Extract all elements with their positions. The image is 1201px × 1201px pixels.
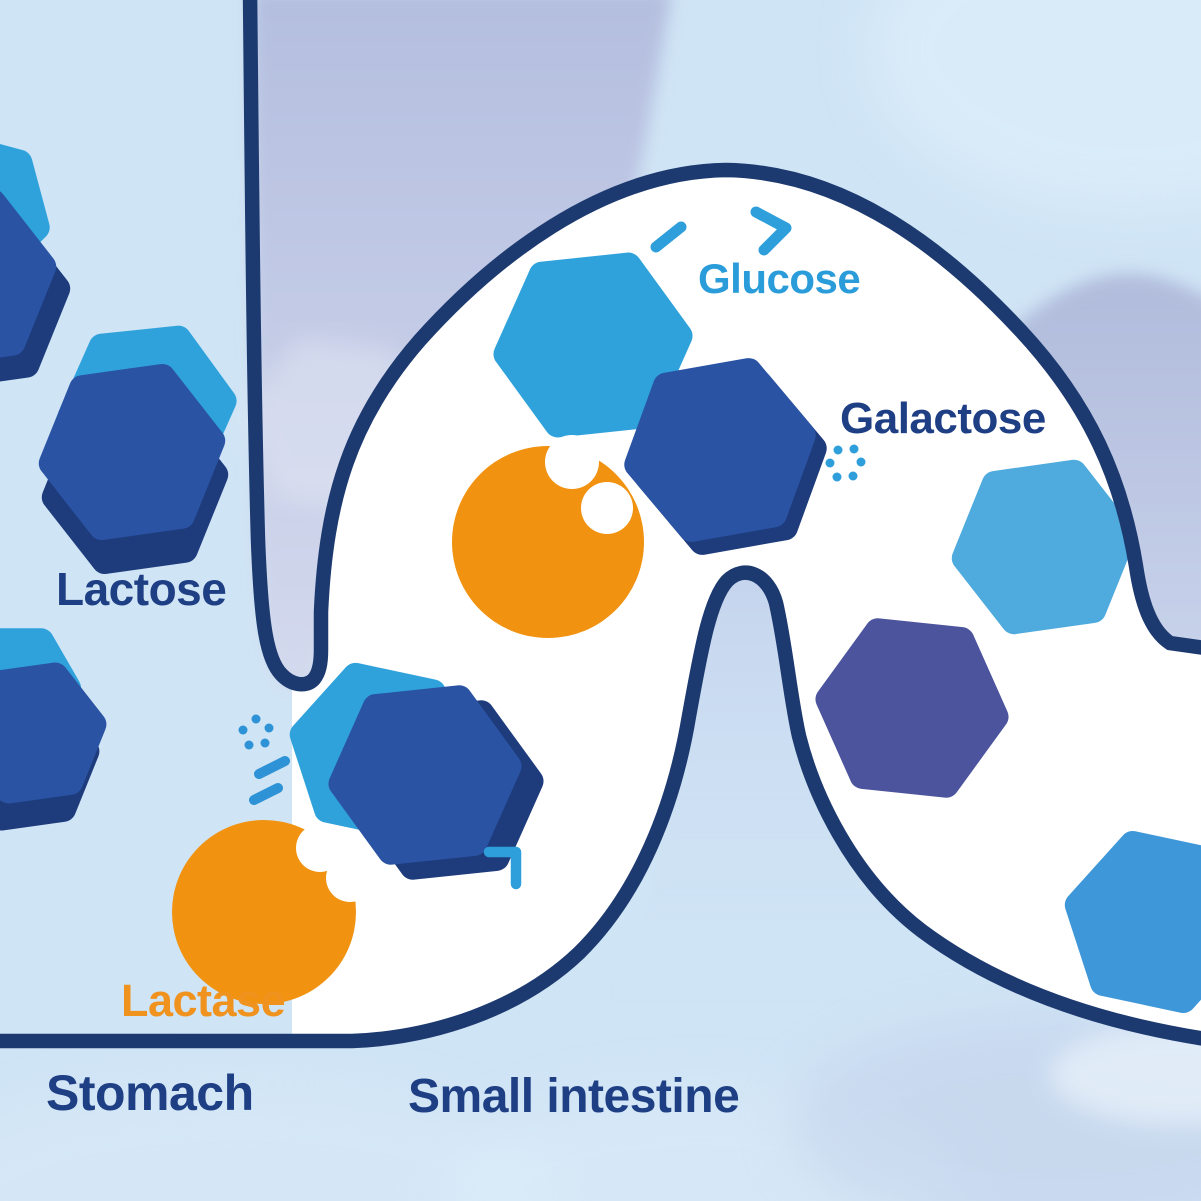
motion-dash-icon (249, 756, 290, 805)
lactose-molecule-being-split (289, 662, 544, 890)
stomach-line-and-gap-outline (0, 565, 1201, 1049)
sparkle-dots-icon (238, 714, 274, 750)
lactase-enzyme-dome (452, 435, 644, 638)
bite-notch (326, 854, 374, 902)
motion-chevron-icon (750, 206, 792, 256)
absorbed-molecule-icon (1064, 831, 1201, 1013)
lactose-molecule-bottom-edge (0, 628, 107, 831)
motion-bracket-icon (483, 846, 522, 890)
lactase-label: Lactase (121, 975, 286, 1026)
villi-outline (0, 0, 1201, 1049)
small-intestine-label: Small intestine (408, 1070, 740, 1123)
lactose-label: Lactose (56, 563, 227, 615)
lactase-enzyme-icon (452, 446, 644, 638)
galactose-molecule (624, 358, 827, 555)
sparkle-dots-icon (825, 444, 866, 482)
motion-marks-glucose (650, 206, 792, 256)
galactose-unit-icon (38, 363, 226, 541)
galactose-unit-icon (0, 662, 107, 804)
lactose-molecule-main (38, 325, 237, 575)
galactose-unit-icon (328, 685, 522, 865)
bite-notch (296, 824, 344, 872)
galactose-unit-icon (0, 188, 57, 368)
lactase-enzyme-bottom (172, 820, 374, 1004)
galactose-molecule-icon (624, 358, 816, 542)
bite-notch (545, 435, 599, 489)
absorbed-galactose-molecule (815, 618, 1009, 798)
stomach-label: Stomach (46, 1065, 254, 1121)
crypt-and-dome-outline (242, 0, 1201, 692)
galactose-label: Galactose (840, 394, 1046, 443)
absorbed-molecule-icon (951, 459, 1137, 635)
glucose-label: Glucose (698, 255, 861, 302)
lactose-molecule-top-edge (0, 132, 71, 390)
motion-dash-icon (650, 221, 687, 253)
absorbed-molecule-icon (815, 618, 1009, 798)
bite-notch (581, 482, 633, 534)
absorbed-molecule-right-edge (1064, 831, 1201, 1013)
absorbed-glucose-molecule (951, 459, 1137, 635)
